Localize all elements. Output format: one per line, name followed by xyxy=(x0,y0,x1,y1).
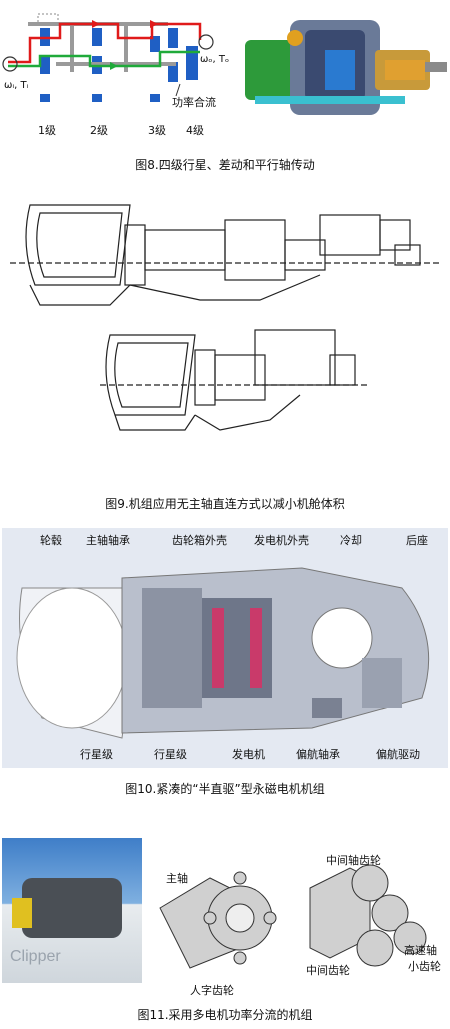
label-hs-small-gear: 小齿轮 xyxy=(408,960,441,973)
stage-4-label: 4级 xyxy=(186,124,204,137)
figure-9-drawing xyxy=(10,204,440,431)
label-rear-base: 后座 xyxy=(406,534,428,547)
yellow-component xyxy=(12,898,32,928)
stage-1-label: 1级 xyxy=(38,124,56,137)
label-cooling: 冷却 xyxy=(340,534,362,547)
label-planet-1: 行星级 xyxy=(80,748,113,761)
label-gearbox-case: 齿轮箱外壳 xyxy=(172,534,227,547)
power-merge-label: 功率合流 xyxy=(172,96,216,109)
figure-9: 图9.机组应用无主轴直连方式以减小机舱体积 xyxy=(0,185,450,525)
gear-drawing xyxy=(159,864,427,969)
stage-3-label: 3级 xyxy=(148,124,166,137)
clipper-nacelle-photo: Clipper xyxy=(2,838,142,983)
figure-9-caption: 图9.机组应用无主轴直连方式以减小机舱体积 xyxy=(105,497,345,511)
label-hub: 轮毂 xyxy=(40,534,62,547)
label-generator: 发电机 xyxy=(232,748,265,761)
label-planet-2: 行星级 xyxy=(154,748,187,761)
label-herringbone-gear: 人字齿轮 xyxy=(190,984,234,997)
gearbox-3d-render xyxy=(235,10,450,130)
label-main-shaft: 主轴 xyxy=(166,872,188,885)
figure-8-schematic xyxy=(2,13,214,102)
label-generator-case: 发电机外壳 xyxy=(254,534,309,547)
nacelle-cutaway xyxy=(16,567,430,739)
figure-11: Clipper 主轴 人字齿轮 中间齿轮 中间轴齿轮 高速轴 小齿轮 图11.采… xyxy=(0,838,450,1028)
brand-text: Clipper xyxy=(10,948,61,965)
label-mid-gear: 中间齿轮 xyxy=(306,964,350,977)
label-mid-shaft-gear: 中间轴齿轮 xyxy=(326,854,381,867)
figure-11-caption: 图11.采用多电机功率分流的机组 xyxy=(137,1008,313,1022)
label-yaw-bearing: 偏航轴承 xyxy=(296,748,340,761)
figure-8: ωᵢ, Tᵢ ωₒ, Tₒ 功率合流 1级 2级 3级 4级 图8.四级行星、差… xyxy=(0,0,450,180)
figure-10: 轮毂 主轴轴承 齿轮箱外壳 发电机外壳 冷却 后座 行星级 行星级 发电机 偏航… xyxy=(0,528,450,803)
label-yaw-drive: 偏航驱动 xyxy=(376,748,420,761)
label-hs-shaft: 高速轴 xyxy=(404,944,437,957)
stage-2-label: 2级 xyxy=(90,124,108,137)
input-label: ωᵢ, Tᵢ xyxy=(4,80,29,91)
nacelle-interior xyxy=(22,878,122,938)
figure-10-caption: 图10.紧凑的“半直驱”型永磁电机机组 xyxy=(125,782,325,796)
output-label: ωₒ, Tₒ xyxy=(200,54,230,65)
label-main-bearing: 主轴轴承 xyxy=(86,534,130,547)
figure-8-caption: 图8.四级行星、差动和平行轴传动 xyxy=(135,158,315,172)
